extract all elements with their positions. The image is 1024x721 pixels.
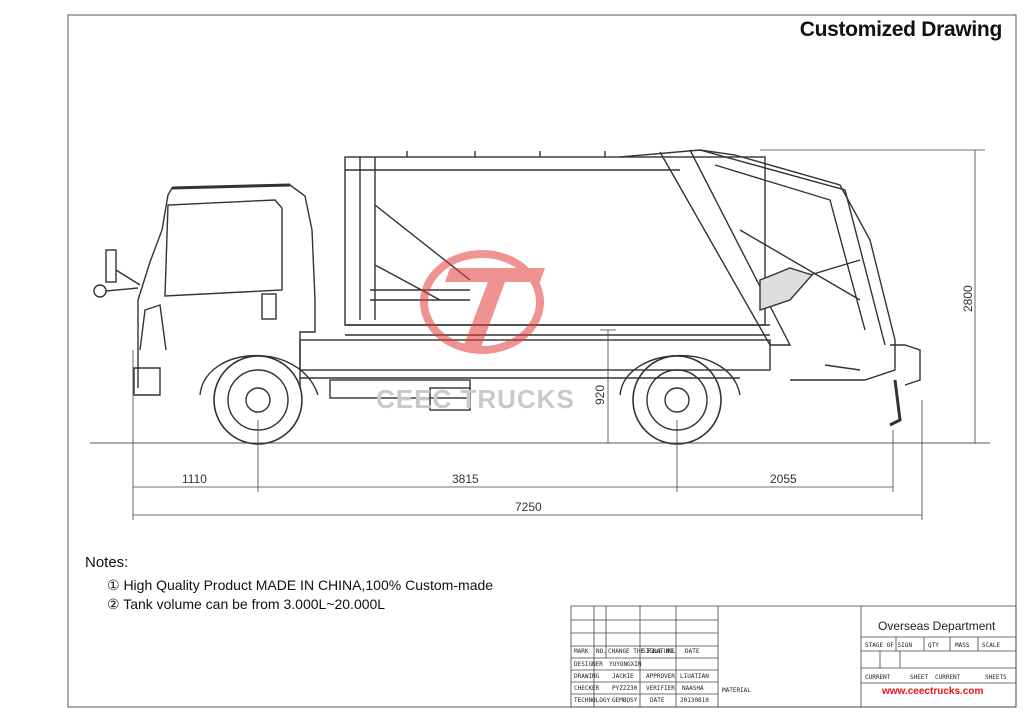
tb-sheet-1: CURRENT: [865, 674, 891, 681]
tb-no: NO.: [596, 648, 607, 655]
tb-approver-name: LIUATIAN: [680, 673, 709, 680]
tb-mass: MASS: [955, 642, 970, 649]
tb-sheet-2: SHEET: [910, 674, 928, 681]
tb-change-file: CHANGE THE FILE NO.: [608, 648, 677, 655]
tb-date-value: 20130810: [680, 697, 709, 704]
tb-sheet-3: CURRENT: [935, 674, 961, 681]
department-label: Overseas Department: [878, 619, 996, 633]
tb-mark: MARK: [574, 648, 589, 655]
dim-rear-overhang: 2055: [770, 472, 797, 486]
tb-approver-label: APPROVER: [646, 673, 675, 680]
notes-section: Notes: ① High Quality Product MADE IN CH…: [85, 553, 493, 614]
watermark: CEEC TRUCKS: [376, 384, 575, 414]
tb-checker-name: PYZZZ30: [612, 685, 638, 692]
tb-date-label: DATE: [650, 697, 665, 704]
tb-technology-name: GEMBOSY: [612, 697, 638, 704]
tb-date-head: DATE: [685, 648, 700, 655]
notes-heading: Notes:: [85, 554, 129, 571]
dimension-lines: [132, 149, 985, 520]
note-item-2: ② Tank volume can be from 3.000L~20.000L: [107, 596, 386, 612]
tb-material: MATERIAL: [722, 687, 751, 694]
tb-technology-label: TECHNOLOGY: [574, 697, 611, 704]
dim-frame-height: 920: [593, 385, 607, 405]
ceec-logo: [420, 250, 545, 354]
website-link[interactable]: www.ceectrucks.com: [881, 686, 983, 697]
dim-overall-length: 7250: [515, 500, 542, 514]
tb-verifier-label: VERIFIER: [646, 685, 675, 692]
tb-checker-label: CHECKER: [574, 685, 600, 692]
dim-front-overhang: 1110: [182, 472, 207, 486]
title-block: [570, 605, 1017, 708]
tb-stage-of-sign: STAGE OF SIGN: [865, 642, 912, 649]
tb-drawing-name: JACKIE: [612, 673, 634, 680]
tb-qty: QTY: [928, 642, 939, 649]
page-title: Customized Drawing: [799, 18, 1003, 41]
tb-drawing-label: DRAWING: [574, 673, 600, 680]
tb-designer-name: YUYONGXIN: [609, 661, 642, 668]
truck-side-view: [93, 149, 921, 445]
tb-verifier-name: NAASHA: [682, 685, 704, 692]
tb-designer-label: DESIGNER: [574, 661, 603, 668]
tb-scale: SCALE: [982, 642, 1000, 649]
tb-sheet-4: SHEETS: [985, 674, 1007, 681]
dim-overall-height: 2800: [961, 285, 975, 312]
drawing-border: [67, 14, 1017, 708]
tb-signature: SIGNATURE: [642, 648, 675, 655]
dim-wheelbase: 3815: [452, 472, 479, 486]
note-item-1: ① High Quality Product MADE IN CHINA,100…: [107, 577, 494, 593]
